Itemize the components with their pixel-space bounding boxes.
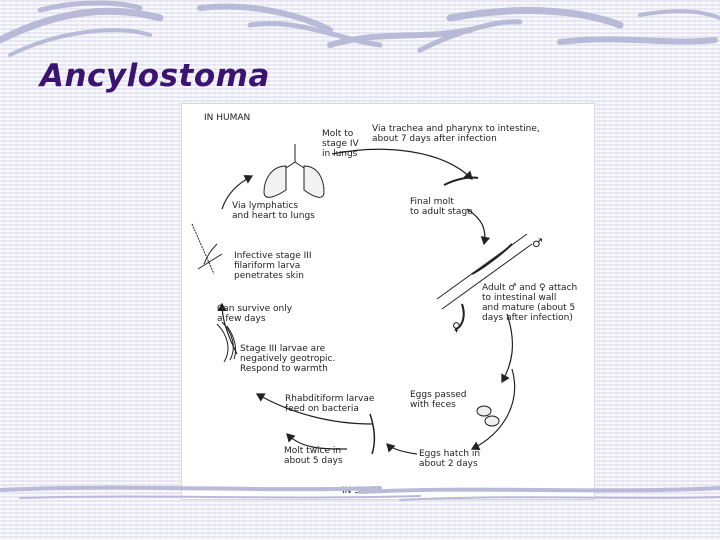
label-via-trachea: Via trachea and pharynx to intestine, ab… [372, 124, 540, 144]
label-eggs-passed: Eggs passed with feces [410, 390, 467, 410]
arrow-final-molt [466, 208, 491, 246]
lungs-illustration [263, 144, 325, 198]
arrow-eggs-hatch [470, 368, 516, 451]
arrow-molt-twice [386, 443, 418, 455]
arrow-lymphatics [221, 175, 254, 210]
decorative-swoosh-bottom [0, 485, 720, 501]
label-adult-attach: Adult ♂ and ♀ attach to intestinal wall … [482, 283, 578, 323]
label-final-molt: Final molt to adult stage [410, 197, 473, 217]
larvae-cluster-illustration [216, 321, 237, 363]
label-stage-three: Stage III larvae are negatively geotropi… [240, 344, 336, 374]
arrow-soil-cycle [255, 393, 373, 425]
label-molt-twice: Molt twice in about 5 days [284, 446, 343, 466]
decorative-swoosh-top [0, 0, 720, 57]
larva-skin-illustration [191, 223, 223, 275]
label-survive: Can survive only a few days [217, 304, 293, 324]
female-symbol: ♀ [452, 320, 461, 334]
arrow-trachea [331, 148, 473, 180]
label-in-human: IN HUMAN [204, 113, 251, 123]
molting-larva-illustration [443, 176, 479, 186]
label-lymphatics: Via lymphatics and heart to lungs [232, 201, 315, 221]
label-rhabditiform: Rhabditiform larvae feed on bacteria [285, 394, 375, 414]
cycle-drawing [191, 144, 533, 455]
slide-title: Ancylostoma [40, 58, 270, 94]
life-cycle-diagram: IN HUMAN Molt to stage IV in lungs Via t… [181, 103, 595, 500]
arrow-rhabditiform [286, 433, 348, 450]
eggs-illustration [476, 405, 500, 427]
adult-worms-illustration [436, 233, 533, 330]
male-symbol: ♂ [532, 236, 543, 250]
arrow-survive [217, 302, 238, 355]
rhabditiform-larva-illustration [369, 413, 376, 455]
label-eggs-hatch: Eggs hatch in about 2 days [419, 449, 481, 469]
label-infective: Infective stage III filariform larva pen… [234, 251, 312, 281]
label-molt-lungs: Molt to stage IV in lungs [322, 129, 359, 159]
arrow-adult [501, 313, 513, 384]
